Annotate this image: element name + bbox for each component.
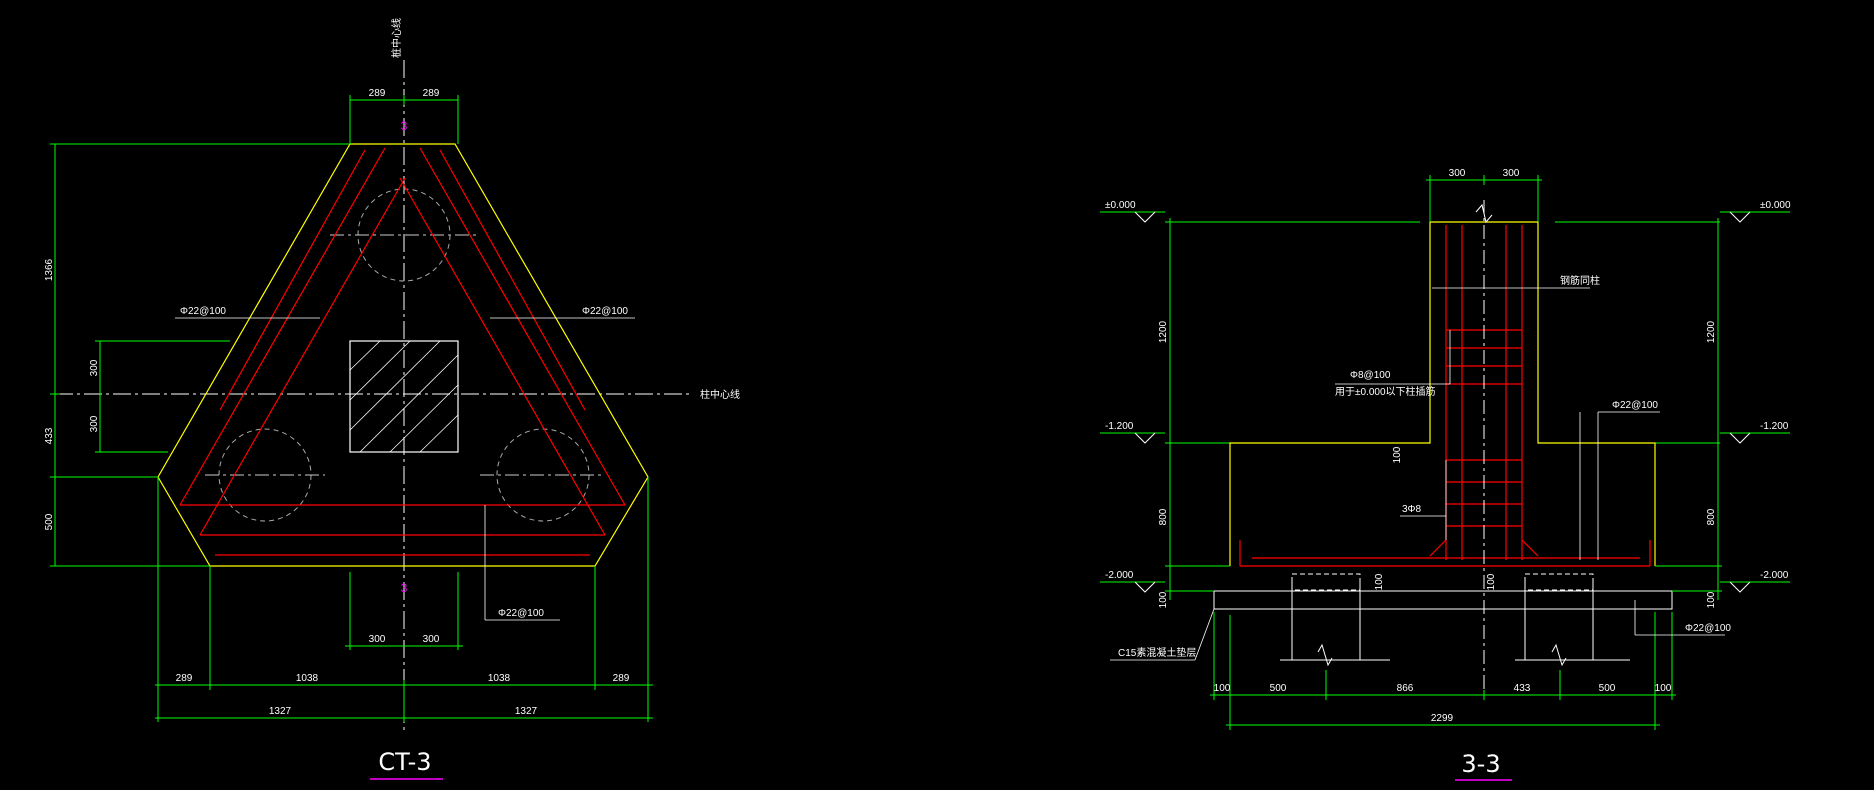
elevation-bot-left: -2.000 — [1105, 570, 1134, 581]
elevation-markers — [1134, 211, 1751, 593]
elevation-lines — [1100, 211, 1790, 583]
dim: 1200 — [1706, 320, 1717, 343]
dim: 100 — [1706, 591, 1717, 608]
dim: 500 — [1270, 683, 1287, 694]
dim: 100 — [1374, 573, 1385, 590]
dim: 100 — [1655, 683, 1672, 694]
stirrup-label: Φ8@100 — [1350, 370, 1391, 381]
elevation-bot-right: -2.000 — [1760, 570, 1789, 581]
cap-section-outline — [1229, 221, 1656, 566]
column-centerline-label: 柱中心线 — [700, 388, 740, 401]
stirrup-note: 用于±0.000以下柱插筋 — [1335, 385, 1436, 398]
plan-dimensions — [50, 95, 653, 722]
rebar-bottom-label: Φ22@100 — [498, 608, 544, 619]
dim: 1038 — [488, 673, 511, 684]
section-mark-bottom: 3 — [401, 581, 408, 595]
dim: 500 — [44, 513, 55, 530]
section-rebar-bottom: Φ22@100 — [1685, 623, 1731, 634]
plan-rebar — [179, 147, 626, 556]
dim: 300 — [369, 634, 386, 645]
rebar-left-label: Φ22@100 — [180, 306, 226, 317]
column — [349, 340, 459, 453]
elevation-top-left: ±0.000 — [1105, 200, 1136, 211]
rebar-right-label: Φ22@100 — [582, 306, 628, 317]
dim: 433 — [44, 427, 55, 444]
section-view: ±0.000 ±0.000 -1.200 -1.200 -2.000 -2.00… — [1100, 168, 1791, 781]
dim: 300 — [423, 634, 440, 645]
dim: 800 — [1706, 508, 1717, 525]
dim: 289 — [613, 673, 630, 684]
dim: 300 — [1503, 168, 1520, 179]
plan-leaders — [175, 317, 635, 621]
dim: 300 — [89, 415, 100, 432]
section-rebar-right: Φ22@100 — [1612, 400, 1658, 411]
pile-cap-outline — [157, 143, 649, 567]
elevation-mid-left: -1.200 — [1105, 421, 1134, 432]
dim: 1038 — [296, 673, 319, 684]
dim: 1327 — [515, 706, 538, 717]
column-rebar-note: 钢筋同柱 — [1560, 274, 1600, 287]
plan-view: 3 3 桩中心线 柱中心线 Φ22@100 Φ22@100 Φ22@100 28… — [44, 18, 740, 780]
dim: 800 — [1158, 508, 1169, 525]
elevation-mid-right: -1.200 — [1760, 421, 1789, 432]
dim: 2299 — [1431, 713, 1454, 724]
dim: 100 — [1214, 683, 1231, 694]
dim: 100 — [1392, 446, 1403, 463]
cushion-label: C15素混凝土垫层 — [1118, 646, 1196, 659]
dim: 433 — [1514, 683, 1531, 694]
dim: 866 — [1397, 683, 1414, 694]
section-mark-top: 3 — [401, 119, 408, 133]
dim: 300 — [89, 359, 100, 376]
dim: 500 — [1599, 683, 1616, 694]
section-dimensions — [1165, 175, 1722, 730]
dim: 289 — [423, 88, 440, 99]
dim: 289 — [369, 88, 386, 99]
section-leaders — [1110, 287, 1725, 661]
cushion-layer — [1213, 590, 1673, 610]
plan-title: CT-3 — [378, 748, 431, 776]
dim: 1366 — [44, 258, 55, 281]
column-hatch — [349, 340, 459, 453]
dim: 100 — [1158, 591, 1169, 608]
dim: 1200 — [1158, 320, 1169, 343]
dim: 289 — [176, 673, 193, 684]
bars-label: 3Φ8 — [1402, 504, 1422, 515]
elevation-top-right: ±0.000 — [1760, 200, 1791, 211]
pile-centerline-label: 桩中心线 — [390, 18, 403, 58]
section-title: 3-3 — [1461, 750, 1500, 778]
dim: 100 — [1486, 573, 1497, 590]
piles — [1280, 573, 1630, 661]
dim: 300 — [1449, 168, 1466, 179]
dim: 1327 — [269, 706, 292, 717]
